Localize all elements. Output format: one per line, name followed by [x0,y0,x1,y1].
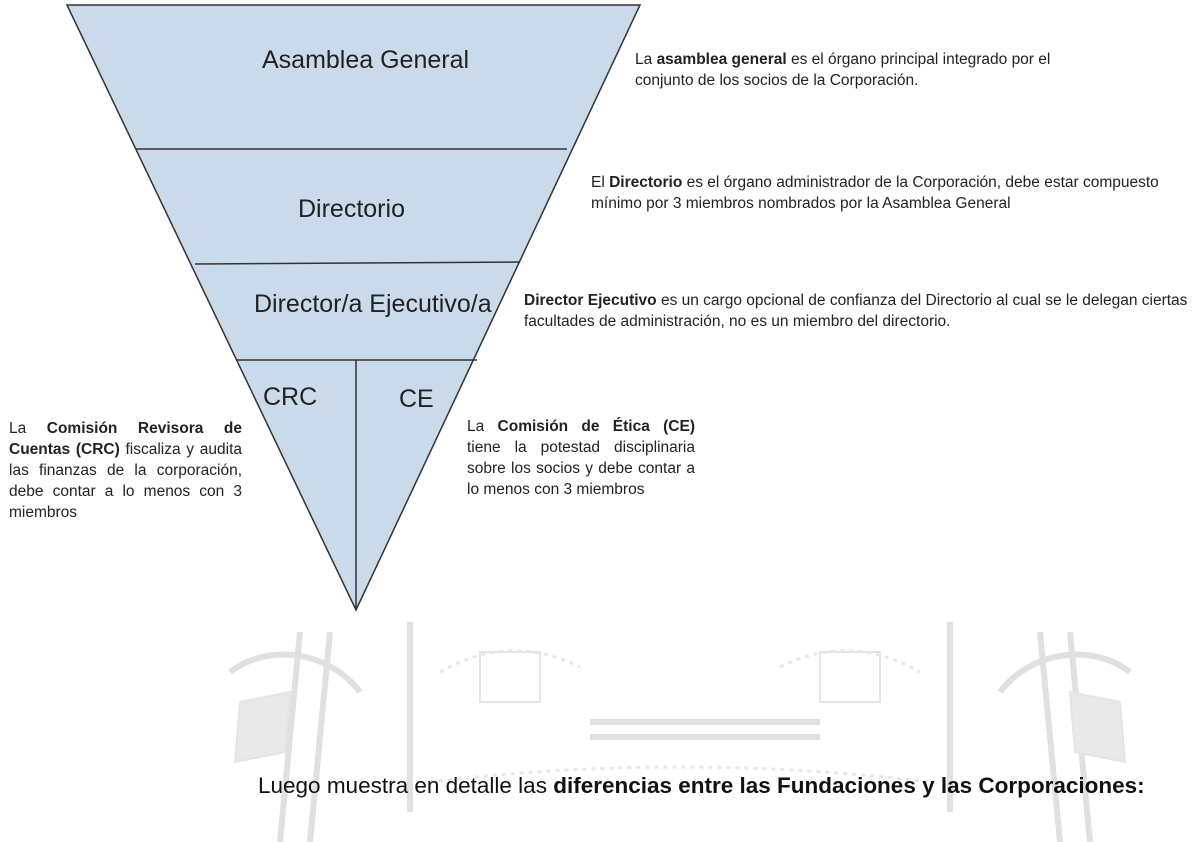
desc-crc: La Comisión Revisora de Cuentas (CRC) fi… [9,420,242,521]
level-directorio: Directorio [298,195,405,223]
pyramid-shape [65,4,642,612]
desc-ce: La Comisión de Ética (CE) tiene la potes… [467,418,695,498]
desc-asamblea-general: La asamblea general es el órgano princip… [635,51,1051,89]
level-asamblea-general: Asamblea General [262,46,470,74]
level-director-ejecutivo: Director/a Ejecutivo/a [254,290,492,318]
watermark-seal [228,622,1132,842]
footer-text: Luego muestra en detalle las diferencias… [258,773,1145,798]
desc-directorio: El Directorio es el órgano administrador… [591,174,1159,212]
divider-directorio-director [194,261,521,265]
desc-director-ejecutivo: Director Ejecutivo es un cargo opcional … [524,292,1188,330]
level-crc: CRC [263,383,318,411]
level-ce: CE [399,385,434,413]
